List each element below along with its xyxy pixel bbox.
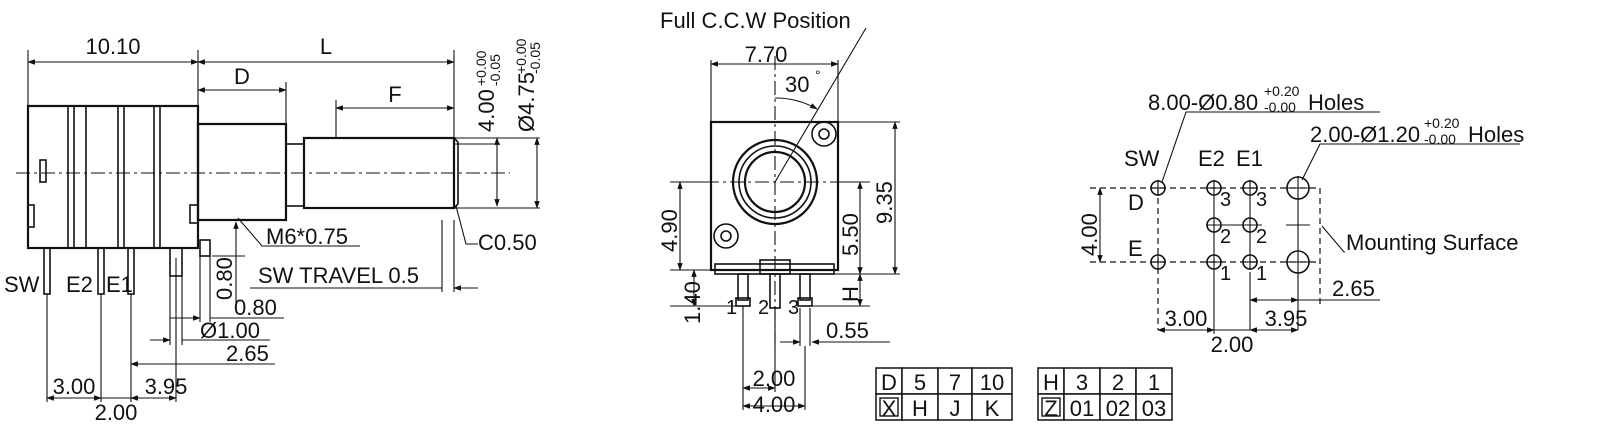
dim-550: 5.50 <box>838 213 863 256</box>
holes-large-suffix: Holes <box>1468 122 1524 147</box>
label-sw: SW <box>4 272 40 297</box>
table-h-r2-c2: 01 <box>1070 396 1094 421</box>
pcb-label-d: D <box>1128 190 1144 215</box>
pcb-dim-265: 2.65 <box>1332 276 1375 301</box>
front-title: Full C.C.W Position <box>660 8 851 33</box>
table-d: D 5 7 10 X H J K <box>875 367 1013 421</box>
table-h: H 3 2 1 Z 01 02 03 <box>1037 367 1173 421</box>
pcb-label-e: E <box>1128 236 1143 261</box>
holes-large-tol-plus: +0.20 <box>1424 115 1460 131</box>
table-d-r2-c4: K <box>985 396 1000 421</box>
pcb-pin-1a: 1 <box>1220 263 1231 285</box>
table-h-r2-c3: 02 <box>1106 396 1130 421</box>
holes-large-tol-minus: -0.00 <box>1424 131 1456 147</box>
dim-395: 3.95 <box>145 374 188 399</box>
side-body <box>26 104 200 250</box>
pcb-dim-395: 3.95 <box>1265 306 1308 331</box>
mounting-surface-label: Mounting Surface <box>1346 230 1518 255</box>
dim-body-width: 10.10 <box>85 34 140 59</box>
dim-shaft-dia-tol-plus: +0.00 <box>473 50 489 86</box>
dim-200: 2.00 <box>95 400 138 425</box>
side-view: 10.10 L D F 4.00 +0.00 -0.05 Ø4.75 +0.00… <box>4 34 543 425</box>
table-h-r2-c1: Z <box>1044 396 1057 421</box>
dim-080: 0.80 <box>234 295 277 320</box>
dim-h: H <box>838 286 863 302</box>
pcb-dim-300: 3.00 <box>1165 306 1208 331</box>
table-h-r1-c2: 3 <box>1076 370 1088 395</box>
pcb-pin-2b: 2 <box>1256 226 1267 248</box>
label-e2: E2 <box>66 272 93 297</box>
table-d-r1-c4: 10 <box>980 370 1004 395</box>
table-h-r1-c3: 2 <box>1112 370 1124 395</box>
holes-small-prefix: 8.00-Ø0.80 <box>1148 90 1258 115</box>
table-h-r1-c1: H <box>1043 370 1059 395</box>
pcb-pin-3b: 3 <box>1256 189 1267 211</box>
dim-front-width: 7.70 <box>745 42 788 67</box>
pcb-label-e2: E2 <box>1198 146 1225 171</box>
dim-bushing-length: D <box>234 64 250 89</box>
holes-small-tol-minus: -0.00 <box>1264 99 1296 115</box>
dim-140: 1.40 <box>680 281 705 324</box>
dim-265: 2.65 <box>226 341 269 366</box>
dim-flat-dia: Ø4.75 <box>514 72 539 132</box>
angle-unit: ° <box>815 67 821 83</box>
dim-935: 9.35 <box>872 181 897 224</box>
holes-small-tol-plus: +0.20 <box>1264 83 1300 99</box>
front-pin-2: 2 <box>758 297 769 319</box>
table-h-r1-c4: 1 <box>1148 370 1160 395</box>
front-view: Full C.C.W Position <box>657 8 900 417</box>
dim-shaft-dia-tol-minus: -0.05 <box>487 54 503 86</box>
table-d-r2-c1: X <box>882 396 897 421</box>
dim-080-vertical: 0.80 <box>212 257 237 300</box>
pcb-label-e1: E1 <box>1236 146 1263 171</box>
dim-flat-length: F <box>388 82 401 107</box>
dim-flat-dia-tol-minus: -0.05 <box>527 42 543 74</box>
table-d-r1-c3: 7 <box>949 370 961 395</box>
dim-flat-dia-tol-plus: +0.00 <box>513 38 529 74</box>
holes-large-prefix: 2.00-Ø1.20 <box>1310 122 1420 147</box>
pcb-dim-400: 4.00 <box>1077 213 1102 256</box>
angle-value: 30 <box>785 72 809 97</box>
pcb-pin-1b: 1 <box>1256 263 1267 285</box>
pcb-label-sw: SW <box>1124 146 1160 171</box>
dim-shaft-dia: 4.00 <box>474 89 499 132</box>
pcb-dim-200: 2.00 <box>1211 332 1254 357</box>
pcb-pin-3a: 3 <box>1220 189 1231 211</box>
front-pin-1: 1 <box>726 297 737 319</box>
sw-travel-label: SW TRAVEL 0.5 <box>258 263 419 288</box>
label-e1: E1 <box>106 272 133 297</box>
front-pin-3: 3 <box>788 297 799 319</box>
pcb-layout-view: 8.00-Ø0.80 +0.20 -0.00 Holes 2.00-Ø1.20 … <box>1077 83 1524 357</box>
holes-small-suffix: Holes <box>1308 90 1364 115</box>
table-d-r2-c2: H <box>912 396 928 421</box>
dim-front-400: 4.00 <box>753 392 796 417</box>
table-h-r2-c4: 03 <box>1142 396 1166 421</box>
bushing <box>196 122 288 222</box>
table-d-r2-c3: J <box>950 396 961 421</box>
dim-300: 3.00 <box>53 374 96 399</box>
table-d-r1-c1: D <box>881 370 897 395</box>
dim-front-200: 2.00 <box>753 366 796 391</box>
dim-pin-dia: Ø1.00 <box>200 318 260 343</box>
dim-shaft-length: L <box>320 34 332 59</box>
dim-055: 0.55 <box>826 318 869 343</box>
thread-spec: M6*0.75 <box>266 224 348 249</box>
holes-small-spec: 8.00-Ø0.80 <box>1148 90 1258 115</box>
dim-490: 4.90 <box>657 209 682 252</box>
table-d-r1-c2: 5 <box>914 370 926 395</box>
pcb-holes <box>1150 176 1310 330</box>
pcb-pin-2a: 2 <box>1220 226 1231 248</box>
chamfer-spec: C0.50 <box>478 230 537 255</box>
